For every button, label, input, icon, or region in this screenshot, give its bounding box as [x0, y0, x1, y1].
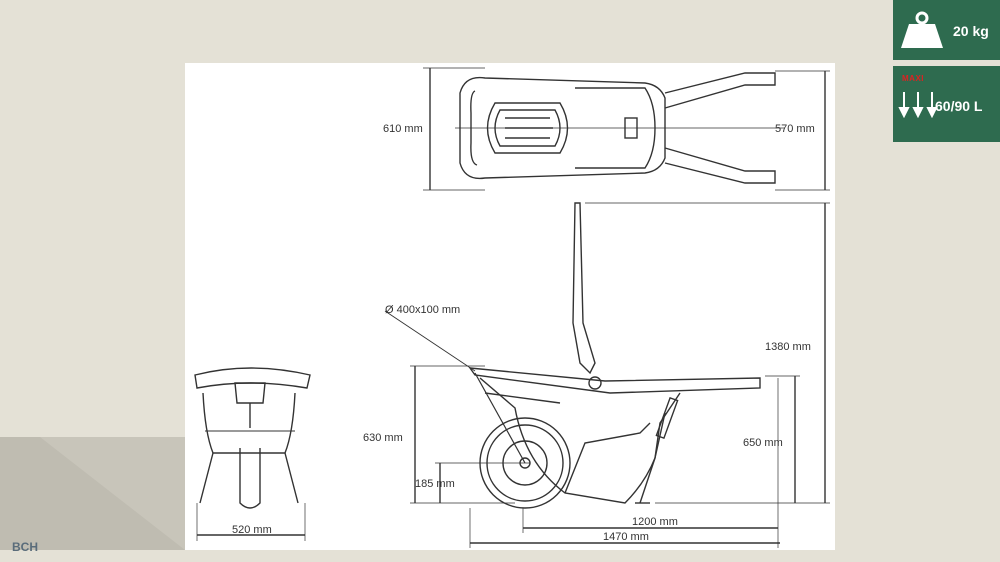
load-arrows-icon — [898, 92, 938, 118]
top-view — [455, 72, 785, 184]
dim-rear-height: 650 mm — [743, 437, 783, 449]
dim-top-inner-width: 570 mm — [775, 123, 815, 135]
volume-badge: MAXI 60/90 L — [893, 66, 1000, 142]
technical-drawing-card: 610 mm 570 mm Ø 400x100 mm 1380 mm 630 m… — [185, 63, 835, 550]
dim-front-width: 520 mm — [232, 524, 272, 536]
weight-badge: 20 kg — [893, 0, 1000, 60]
front-view — [194, 367, 311, 509]
footer-label: BCH — [12, 540, 38, 554]
maxi-tag: MAXI — [902, 74, 924, 83]
dim-axle-height: 185 mm — [415, 478, 455, 490]
side-view — [468, 202, 761, 509]
dim-wheel-size: Ø 400x100 mm — [385, 304, 460, 316]
volume-value: 60/90 L — [935, 98, 983, 114]
dim-wheelbase: 1200 mm — [632, 516, 678, 528]
dim-top-width: 610 mm — [383, 123, 423, 135]
weight-value: 20 kg — [953, 23, 989, 39]
dim-front-height: 630 mm — [363, 432, 403, 444]
wheelbarrow-drawing: 610 mm 570 mm Ø 400x100 mm 1380 mm 630 m… — [194, 67, 830, 548]
weight-icon — [901, 11, 943, 48]
dim-total-length: 1470 mm — [603, 531, 649, 543]
dim-total-height: 1380 mm — [765, 341, 811, 353]
